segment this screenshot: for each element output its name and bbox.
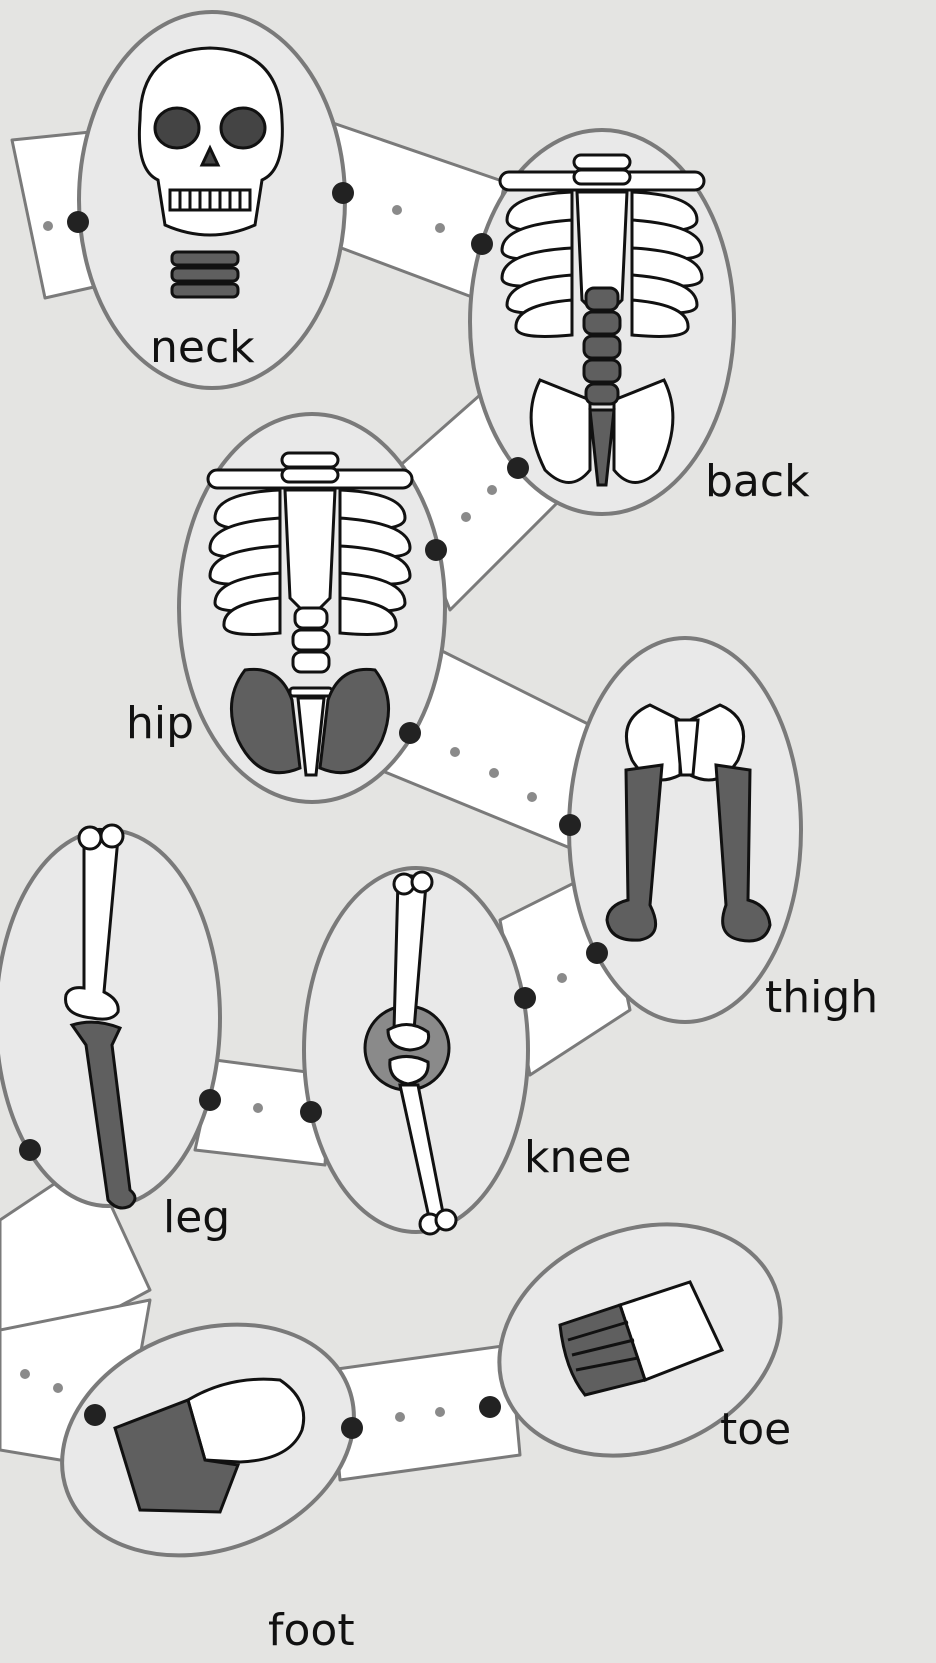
card-leg[interactable]: leg <box>0 825 230 1243</box>
label-leg: leg <box>163 1192 230 1243</box>
label-knee: knee <box>524 1132 632 1183</box>
neck-vertebrae-highlight <box>172 252 238 297</box>
card-neck[interactable]: neck <box>79 12 345 388</box>
label-hip: hip <box>126 698 194 749</box>
label-foot: foot <box>268 1605 355 1656</box>
card-thigh-oval <box>569 638 801 1022</box>
label-back: back <box>705 456 810 507</box>
label-neck: neck <box>150 322 255 373</box>
heel-bone-icon <box>188 1379 304 1462</box>
label-thigh: thigh <box>765 972 878 1023</box>
label-toe: toe <box>720 1404 791 1455</box>
card-thigh[interactable]: thigh <box>569 638 878 1023</box>
card-back[interactable]: back <box>470 130 810 514</box>
card-hip[interactable]: hip <box>126 414 445 802</box>
